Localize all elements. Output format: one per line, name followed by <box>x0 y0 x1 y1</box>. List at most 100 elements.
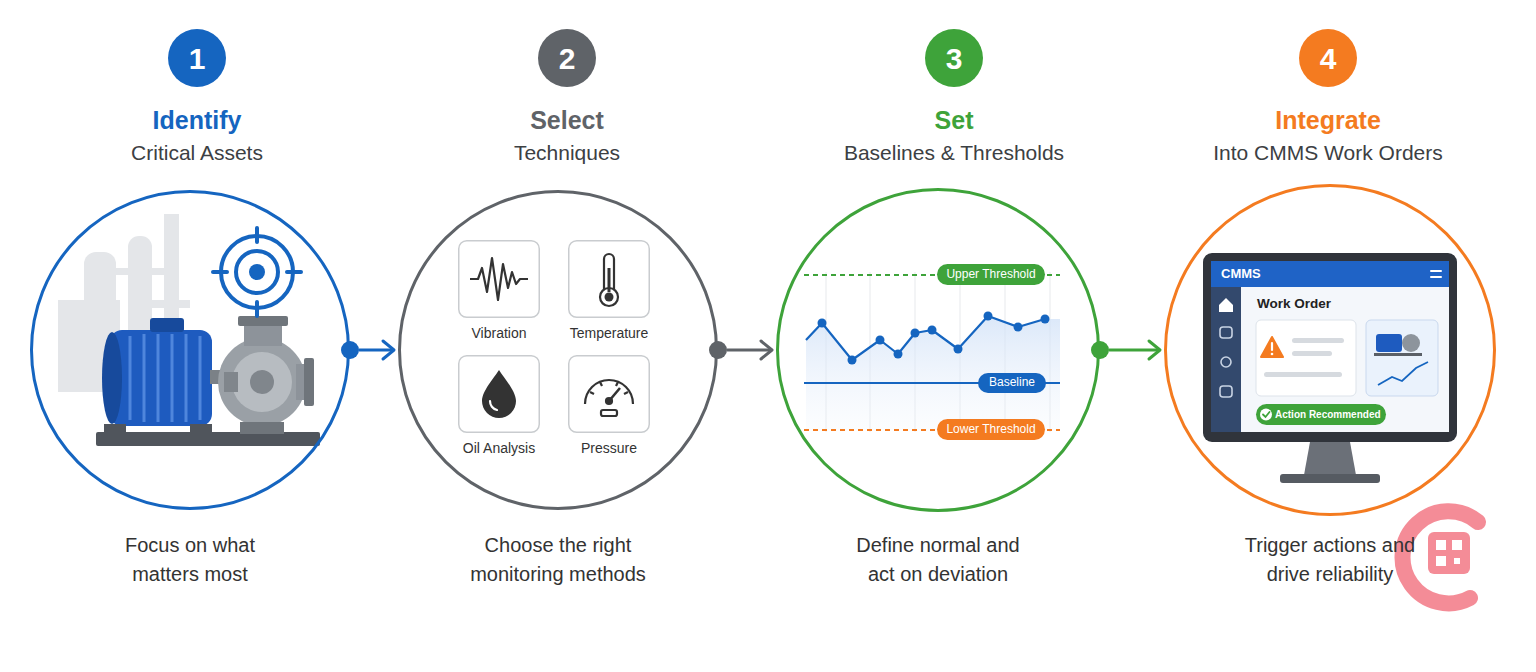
check-icon <box>1260 409 1272 421</box>
step-caption: Focus on what matters most <box>105 531 275 589</box>
technique-box: Pressure <box>568 355 650 433</box>
threshold-tag: Lower Threshold <box>937 419 1045 440</box>
flow-arrow <box>709 341 772 359</box>
threshold-label: Upper Threshold <box>937 264 1045 285</box>
connector-dot <box>1091 341 1109 359</box>
pill-fill <box>1256 404 1386 425</box>
technique-label: Oil Analysis <box>428 439 570 457</box>
step-number-badge: 1 <box>168 29 226 87</box>
motor-illustration <box>102 318 224 426</box>
connector-dot <box>709 341 727 359</box>
connector-dot <box>341 341 359 359</box>
step-subheading: Baselines & Thresholds <box>784 140 1124 166</box>
step-caption: Define normal and act on deviation <box>843 531 1033 589</box>
pill-fill <box>978 373 1046 393</box>
arrow-head <box>761 341 772 359</box>
step-heading: Select <box>397 105 737 135</box>
box-border <box>459 356 540 433</box>
vibration-icon <box>470 258 528 300</box>
screen-header <box>1211 261 1449 287</box>
threshold-tag: Baseline <box>978 373 1046 393</box>
technique-box: Oil Analysis <box>458 355 540 433</box>
data-points <box>818 312 1050 365</box>
step-subheading: Critical Assets <box>27 140 367 166</box>
step-circle: IdentifyCritical AssetsFocus on what mat… <box>30 190 350 510</box>
circle-border <box>778 190 1099 511</box>
mini-pump-icon <box>1374 334 1422 356</box>
technique-box-outline <box>458 240 540 318</box>
step-caption: Trigger actions and drive reliability <box>1230 531 1430 589</box>
warning-mark <box>1271 343 1273 350</box>
flow-arrow <box>341 341 394 359</box>
step-subheading: Techniques <box>397 140 737 166</box>
technique-box-outline <box>568 355 650 433</box>
screen-title: CMMS <box>1221 264 1311 284</box>
action-badge: Action Recommended <box>1256 404 1386 425</box>
screen-sidebar <box>1211 287 1241 432</box>
menu-icon <box>1431 271 1441 277</box>
asset-card <box>1366 320 1438 396</box>
monitor-base <box>1280 474 1380 483</box>
step-number-badge: 4 <box>1299 29 1357 87</box>
arrow-head <box>1149 341 1160 359</box>
motor-foot <box>190 424 212 434</box>
motor-foot <box>104 424 126 434</box>
watermark-logo <box>1403 511 1478 603</box>
technique-label: Pressure <box>538 439 680 457</box>
step-circle: Action RecommendedCMMSWork OrderIntegrat… <box>1164 184 1496 516</box>
box-border <box>459 241 540 318</box>
connector-line <box>359 349 393 352</box>
monitor-stand <box>1304 442 1356 475</box>
warning-mark <box>1271 353 1274 356</box>
flow-arrow <box>1091 341 1160 359</box>
box-border <box>569 241 650 318</box>
step-number: 4 <box>1299 29 1357 87</box>
target-icon <box>213 228 301 316</box>
step-subheading: Into CMMS Work Orders <box>1158 140 1498 166</box>
threshold-label: Lower Threshold <box>937 419 1045 440</box>
oil-drop-icon <box>482 370 516 418</box>
step-circle-outline <box>30 190 350 510</box>
check-mark <box>1263 412 1270 417</box>
action-label: Action Recommended <box>1275 404 1385 425</box>
threshold-label: Baseline <box>978 373 1046 393</box>
badge-fill <box>1299 29 1357 87</box>
step-number: 2 <box>538 29 596 87</box>
step-number: 3 <box>925 29 983 87</box>
step-caption: Choose the right monitoring methods <box>458 531 658 589</box>
step-number-badge: 2 <box>538 29 596 87</box>
monitor-bezel <box>1203 253 1457 442</box>
warning-icon <box>1261 337 1283 357</box>
circle-border <box>1166 186 1495 515</box>
mini-trend-line <box>1378 362 1428 385</box>
step-number: 1 <box>168 29 226 87</box>
circle-border <box>32 192 349 509</box>
pill-fill <box>937 264 1045 285</box>
badge-fill <box>925 29 983 87</box>
home-icon <box>1219 298 1233 312</box>
badge-fill <box>538 29 596 87</box>
technique-box: Temperature <box>568 240 650 318</box>
technique-label: Temperature <box>538 324 680 342</box>
pump-baseplate <box>96 432 320 446</box>
step-heading: Set <box>784 105 1124 135</box>
circle-border <box>400 192 717 509</box>
step-number-badge: 3 <box>925 29 983 87</box>
pressure-gauge-icon <box>585 380 633 416</box>
threshold-tag: Upper Threshold <box>937 264 1045 285</box>
step-circle-outline <box>398 190 718 510</box>
cmms-screen: Action RecommendedCMMSWork Order <box>1203 253 1457 442</box>
screen-area <box>1211 261 1449 432</box>
alert-card <box>1256 320 1356 396</box>
sensor-trend-line <box>806 316 1045 360</box>
connector-line <box>1109 349 1159 352</box>
badge-fill <box>168 29 226 87</box>
factory-silhouette <box>58 214 190 396</box>
step-circle: VibrationTemperatureOil AnalysisPressure… <box>398 190 718 510</box>
connector-line <box>727 349 771 352</box>
chart-grid <box>826 272 1050 432</box>
step-circle: Upper ThresholdBaselineLower ThresholdSe… <box>776 188 1100 512</box>
pump-foot <box>240 422 284 434</box>
